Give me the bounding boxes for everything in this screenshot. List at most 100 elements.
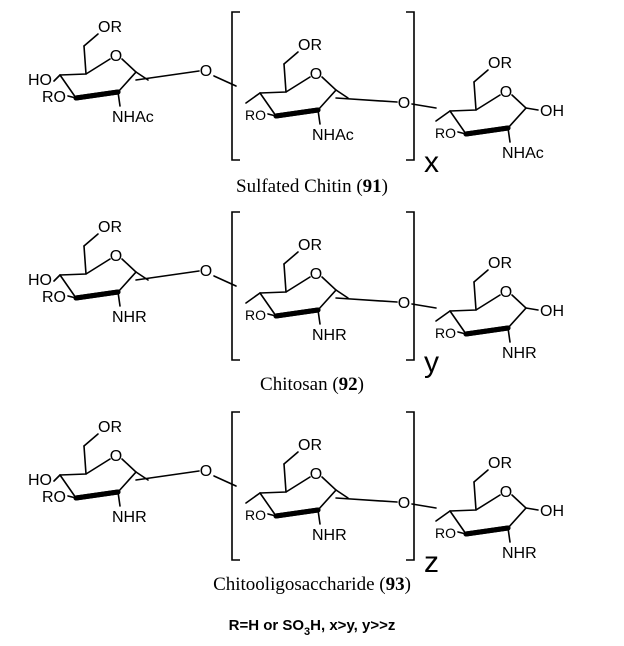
repeat-index: y bbox=[424, 346, 439, 379]
c2-amine-label: NHR bbox=[312, 327, 347, 344]
glycosidic-bond bbox=[435, 310, 451, 322]
glycosidic-oxygen: O bbox=[200, 463, 212, 480]
glycosidic-bond bbox=[213, 75, 237, 87]
glycosidic-bond bbox=[435, 510, 451, 522]
c3-bond bbox=[457, 131, 467, 135]
c2-bond bbox=[507, 327, 511, 343]
c4-bond bbox=[53, 474, 61, 482]
c1-bond bbox=[335, 89, 349, 99]
c6-or-label: OR bbox=[98, 419, 122, 436]
c6-or-label: OR bbox=[488, 255, 512, 272]
c2-bond bbox=[117, 291, 121, 307]
glycosidic-oxygen: O bbox=[398, 95, 410, 112]
c2-bond bbox=[117, 91, 121, 107]
caption-name: Sulfated Chitin ( bbox=[236, 176, 363, 197]
c4-ho-label: HO bbox=[28, 72, 52, 89]
substituent-legend: R=H or SO3H, x>y, y>>z bbox=[229, 617, 396, 638]
glycosidic-bond bbox=[245, 92, 261, 104]
glycosidic-bond bbox=[245, 292, 261, 304]
glycosidic-bond bbox=[135, 470, 200, 481]
caption-close: ) bbox=[405, 574, 411, 595]
caption-close: ) bbox=[382, 176, 388, 197]
c2-bond bbox=[507, 527, 511, 543]
ring-bond bbox=[449, 110, 467, 135]
repeat-bracket-right bbox=[406, 411, 415, 561]
ring-bond-front bbox=[73, 489, 121, 501]
repeat-bracket-left bbox=[231, 211, 240, 361]
ring-oxygen: O bbox=[310, 466, 322, 483]
glycosidic-bond bbox=[335, 297, 398, 303]
ch2-bond bbox=[473, 469, 489, 483]
c3-bond bbox=[67, 495, 77, 499]
ch2-bond bbox=[283, 51, 299, 65]
ch2-bond bbox=[83, 45, 87, 75]
c2-bond bbox=[317, 509, 321, 525]
ring-oxygen: O bbox=[500, 84, 512, 101]
c2-amine-label: NHR bbox=[112, 309, 147, 326]
c2-amine-label: NHAc bbox=[312, 127, 354, 144]
glycosidic-oxygen: O bbox=[398, 495, 410, 512]
glycosidic-oxygen: O bbox=[398, 295, 410, 312]
c2-amine-label: NHR bbox=[502, 545, 537, 562]
ring-oxygen: O bbox=[310, 66, 322, 83]
ring-bond bbox=[259, 492, 277, 517]
ring-oxygen: O bbox=[110, 248, 122, 265]
ch2-bond bbox=[473, 281, 477, 311]
c3-bond bbox=[457, 331, 467, 335]
c2-amine-label: NHAc bbox=[112, 109, 154, 126]
c2-bond bbox=[317, 109, 321, 125]
c6-or-label: OR bbox=[488, 455, 512, 472]
repeat-index: z bbox=[424, 546, 439, 579]
legend-prefix: R=H or SO bbox=[229, 617, 305, 634]
ring-oxygen: O bbox=[500, 484, 512, 501]
c2-bond bbox=[507, 127, 511, 143]
ring-bond-front bbox=[273, 307, 321, 319]
c3-ro-label: RO bbox=[435, 525, 456, 541]
c1-oh-label: OH bbox=[540, 103, 564, 120]
ring-bond-front bbox=[73, 289, 121, 301]
c6-or-label: OR bbox=[298, 37, 322, 54]
c6-or-label: OR bbox=[298, 437, 322, 454]
c3-ro-label: RO bbox=[435, 125, 456, 141]
c3-bond bbox=[267, 113, 277, 117]
ring-bond-front bbox=[273, 507, 321, 519]
ring-bond-front bbox=[463, 125, 511, 137]
ring-bond bbox=[59, 74, 77, 99]
c2-amine-label: NHR bbox=[112, 509, 147, 526]
ch2-bond bbox=[473, 69, 489, 83]
ring-oxygen: O bbox=[310, 266, 322, 283]
ring-bond bbox=[259, 92, 277, 117]
ring-bond bbox=[59, 274, 77, 299]
ring-bond bbox=[449, 510, 467, 535]
ch2-bond bbox=[283, 63, 287, 93]
ch2-bond bbox=[83, 233, 99, 247]
c1-bond bbox=[335, 489, 349, 499]
ring-bond-front bbox=[463, 325, 511, 337]
c3-ro-label: RO bbox=[435, 325, 456, 341]
ch2-bond bbox=[473, 481, 477, 511]
c4-ho-label: HO bbox=[28, 472, 52, 489]
glycosidic-bond bbox=[213, 275, 237, 287]
glycosidic-bond bbox=[335, 97, 398, 103]
ch2-bond bbox=[83, 433, 99, 447]
c6-or-label: OR bbox=[488, 55, 512, 72]
repeat-index: x bbox=[424, 146, 439, 179]
caption-name: Chitosan ( bbox=[260, 374, 339, 395]
ring-bond-front bbox=[273, 107, 321, 119]
c1-bond bbox=[335, 289, 349, 299]
c3-ro-label: RO bbox=[42, 289, 66, 306]
c1-bond bbox=[525, 107, 539, 111]
c2-amine-label: NHAc bbox=[502, 145, 544, 162]
ch2-bond bbox=[83, 245, 87, 275]
c3-ro-label: RO bbox=[42, 89, 66, 106]
glycosidic-bond bbox=[411, 103, 437, 109]
ch2-bond bbox=[83, 33, 99, 47]
chitosan-caption: Chitosan (92) bbox=[260, 374, 364, 395]
ring-bond-front bbox=[463, 525, 511, 537]
ring-oxygen: O bbox=[110, 48, 122, 65]
c3-ro-label: RO bbox=[245, 507, 266, 523]
c1-oh-label: OH bbox=[540, 503, 564, 520]
c3-ro-label: RO bbox=[245, 107, 266, 123]
